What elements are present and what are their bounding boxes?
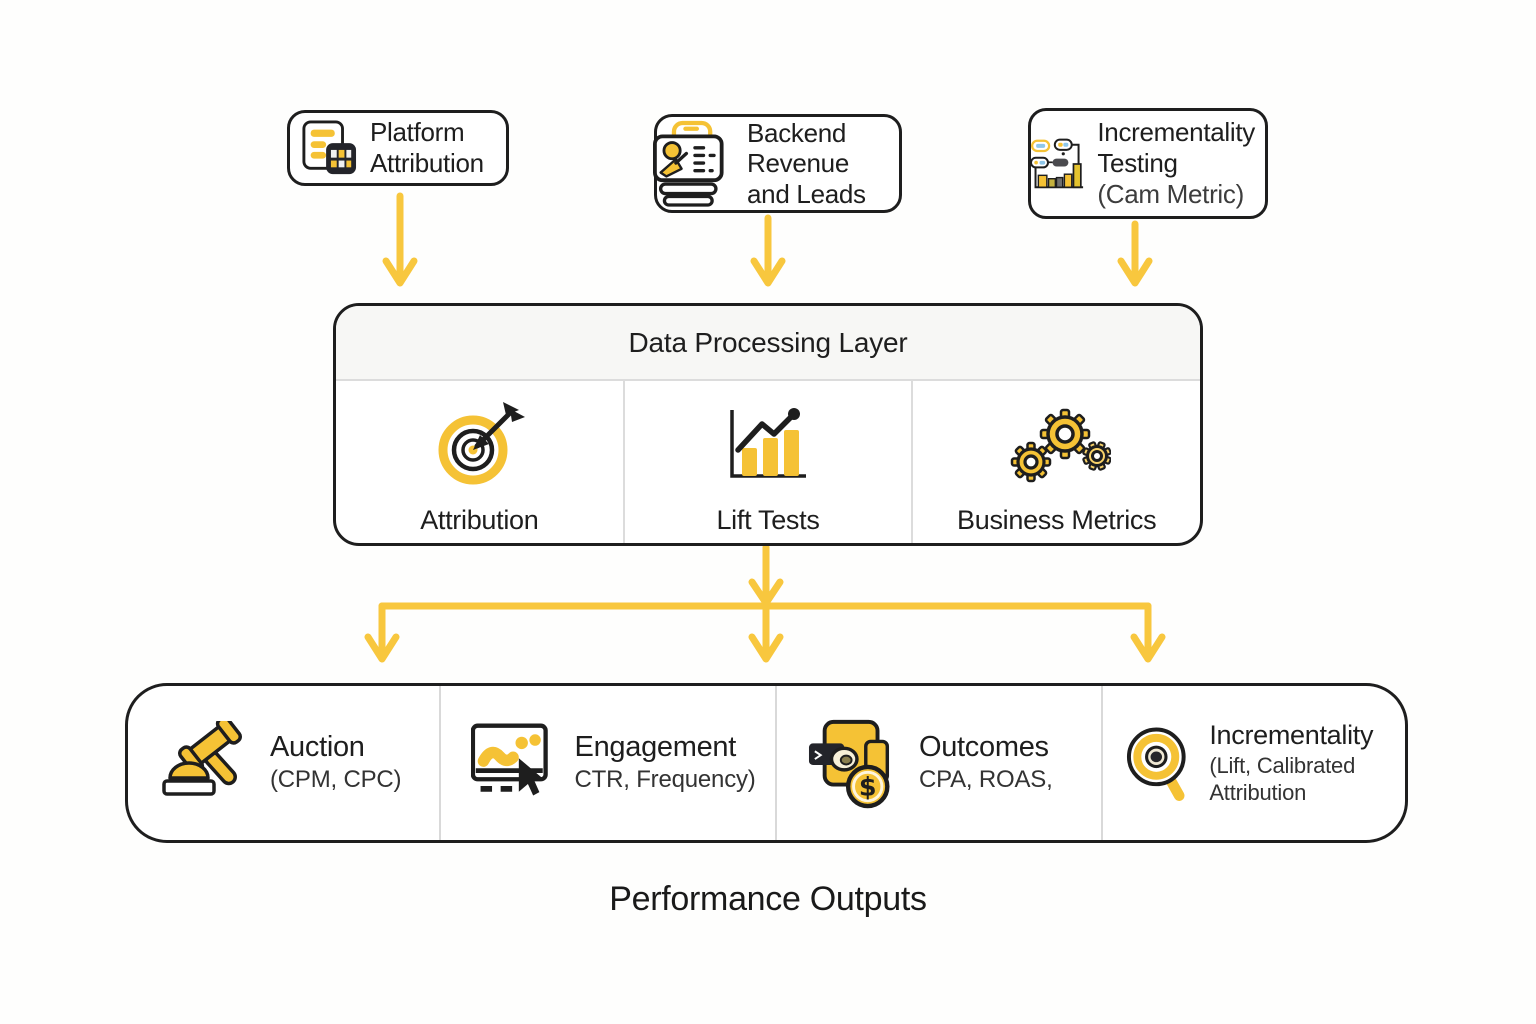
output-text: Incrementality (Lift, Calibrated Attribu… xyxy=(1209,720,1405,806)
data-processing-layer-header: Data Processing Layer xyxy=(336,306,1200,381)
module-label: Attribution xyxy=(420,505,539,535)
output-outcomes: $ Outcomes CPA, ROAS, xyxy=(774,686,1101,840)
source-label-line: Backend xyxy=(747,117,847,148)
source-sublabel: (Cam Metric) xyxy=(1097,178,1244,209)
module-lift-tests: Lift Tests xyxy=(622,381,912,543)
arrowhead xyxy=(364,633,400,663)
magnifier-eye-icon xyxy=(1127,727,1187,801)
module-label: Business Metrics xyxy=(957,505,1157,535)
output-title: Engagement xyxy=(574,730,737,763)
output-text: Outcomes CPA, ROAS, xyxy=(919,731,1053,795)
target-arrow-icon xyxy=(438,402,526,485)
arrowhead xyxy=(748,633,784,663)
output-text: Engagement CTR, Frequency) xyxy=(575,731,756,795)
output-title: Incrementality xyxy=(1209,720,1374,751)
gears-icon xyxy=(1010,408,1111,483)
performance-outputs-caption: Performance Outputs xyxy=(609,880,927,918)
source-label-line: Incrementality xyxy=(1097,117,1255,148)
output-text: Auction (CPM, CPC) xyxy=(270,730,402,795)
output-subtitle: (CPM, CPC) xyxy=(270,766,402,794)
module-attribution: Attribution xyxy=(336,381,623,543)
arrowhead xyxy=(1117,257,1153,287)
data-processing-layer-title: Data Processing Layer xyxy=(628,326,908,358)
svg-text:$: $ xyxy=(859,772,877,802)
output-subtitle: CTR, Frequency) xyxy=(574,766,756,794)
source-node-incrementality-testing: Incrementality Testing (Cam Metric) xyxy=(1028,108,1268,219)
output-subtitle: CPA, ROAS, xyxy=(918,766,1053,794)
ab-test-chart-icon xyxy=(1031,138,1084,188)
crm-cards-icon xyxy=(653,120,724,207)
output-title: Auction xyxy=(270,730,365,763)
output-title: Outcomes xyxy=(918,730,1049,763)
screen-cursor-icon xyxy=(470,723,548,796)
source-label-line: Platform xyxy=(370,117,465,148)
module-business-metrics: Business Metrics xyxy=(911,381,1200,543)
source-label: Platform Attribution xyxy=(370,117,484,178)
bar-chart-trend-icon xyxy=(730,408,806,478)
gavel-icon xyxy=(162,721,242,796)
arrowhead xyxy=(382,257,418,287)
arrowhead xyxy=(750,257,786,287)
source-label-line: and Leads xyxy=(747,178,866,209)
output-engagement: Engagement CTR, Frequency) xyxy=(438,686,775,840)
document-grid-icon xyxy=(302,120,357,175)
performance-outputs-row: Auction (CPM, CPC) Engagement CTR, Frequ… xyxy=(125,683,1408,843)
source-node-platform-attribution: Platform Attribution xyxy=(287,110,509,186)
data-processing-layer: Data Processing Layer Attribut xyxy=(333,303,1203,546)
output-auction: Auction (CPM, CPC) xyxy=(128,686,439,840)
arrowhead xyxy=(748,578,784,607)
source-label: Incrementality Testing (Cam Metric) xyxy=(1097,117,1255,209)
source-label: Backend Revenue and Leads xyxy=(747,118,866,210)
arrowhead xyxy=(1130,633,1166,663)
output-incrementality: Incrementality (Lift, Calibrated Attribu… xyxy=(1101,686,1405,840)
data-processing-layer-body: Attribution Lift Tests xyxy=(336,381,1200,543)
wallet-dollar-icon: $ xyxy=(808,719,890,809)
source-label-line: Testing xyxy=(1097,148,1178,179)
output-subtitle: (Lift, Calibrated Attribution xyxy=(1209,753,1356,805)
module-label: Lift Tests xyxy=(716,505,820,535)
source-node-backend-revenue: Backend Revenue and Leads xyxy=(653,114,902,213)
source-label-line: Attribution xyxy=(370,148,484,178)
source-label-line: Revenue xyxy=(747,148,849,179)
